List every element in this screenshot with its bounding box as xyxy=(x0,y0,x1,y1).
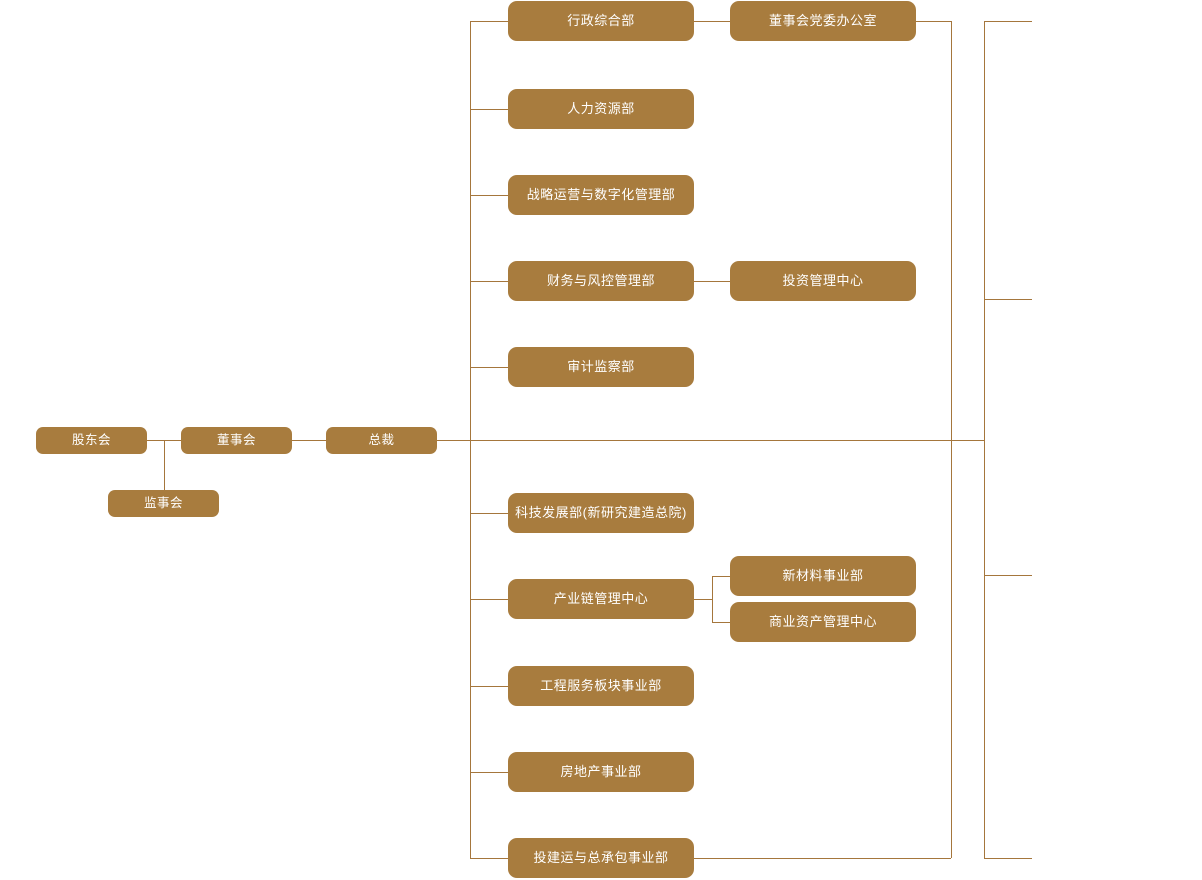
connector-spine-to-admin-general xyxy=(470,21,508,22)
connector-far-right-stub-top xyxy=(984,21,1032,22)
connector-spine-to-audit-supervision xyxy=(470,367,508,368)
node-real-estate-division[interactable]: 房地产事业部 xyxy=(508,752,694,792)
connector-spine-to-finance-risk xyxy=(470,281,508,282)
node-industry-chain-center[interactable]: 产业链管理中心 xyxy=(508,579,694,619)
connector-spine-to-strategy-ops xyxy=(470,195,508,196)
node-supervisory-board[interactable]: 监事会 xyxy=(108,490,219,517)
connector-industry-chain-to-new-materials xyxy=(712,576,730,577)
node-strategy-ops-digital-dept[interactable]: 战略运营与数字化管理部 xyxy=(508,175,694,215)
connector-far-right-stub-bottom xyxy=(984,858,1032,859)
connector-president-to-spine xyxy=(436,440,984,441)
connector-spine-to-invest-build-operate xyxy=(470,858,508,859)
connector-far-right-stub-upper-mid xyxy=(984,299,1032,300)
connector-supervisory-vertical xyxy=(164,440,165,504)
node-human-resources-dept[interactable]: 人力资源部 xyxy=(508,89,694,129)
connector-spine-to-industry-chain xyxy=(470,599,508,600)
connector-industry-chain-to-commercial-asset xyxy=(712,622,730,623)
connector-party-office-right xyxy=(916,21,951,22)
connector-party-office-right-vertical xyxy=(951,21,952,858)
node-admin-general-dept[interactable]: 行政综合部 xyxy=(508,1,694,41)
connector-board-to-president xyxy=(291,440,327,441)
connector-main-spine xyxy=(470,21,471,859)
node-board-of-directors[interactable]: 董事会 xyxy=(181,427,292,454)
node-investment-mgmt-center[interactable]: 投资管理中心 xyxy=(730,261,916,301)
connector-spine-to-human-resources xyxy=(470,109,508,110)
node-commercial-asset-center[interactable]: 商业资产管理中心 xyxy=(730,602,916,642)
connector-industry-chain-vertical xyxy=(712,576,713,623)
node-board-party-office[interactable]: 董事会党委办公室 xyxy=(730,1,916,41)
connector-industry-chain-out xyxy=(694,599,712,600)
connector-spine-to-real-estate xyxy=(470,772,508,773)
connector-invest-build-operate-right xyxy=(694,858,951,859)
connector-spine-to-tech-development xyxy=(470,513,508,514)
connector-finance-to-investment-center xyxy=(694,281,730,282)
connector-admin-to-party-office xyxy=(694,21,730,22)
node-invest-build-operate-epc-division[interactable]: 投建运与总承包事业部 xyxy=(508,838,694,878)
node-shareholders-meeting[interactable]: 股东会 xyxy=(36,427,147,454)
connector-far-right-stub-lower-mid xyxy=(984,575,1032,576)
node-engineering-services-division[interactable]: 工程服务板块事业部 xyxy=(508,666,694,706)
node-president[interactable]: 总裁 xyxy=(326,427,437,454)
node-tech-development-dept[interactable]: 科技发展部(新研究建造总院) xyxy=(508,493,694,533)
node-audit-supervision-dept[interactable]: 审计监察部 xyxy=(508,347,694,387)
connector-far-right-spine xyxy=(984,21,985,858)
node-new-materials-division[interactable]: 新材料事业部 xyxy=(730,556,916,596)
connector-spine-to-engineering-services xyxy=(470,686,508,687)
node-finance-risk-dept[interactable]: 财务与风控管理部 xyxy=(508,261,694,301)
